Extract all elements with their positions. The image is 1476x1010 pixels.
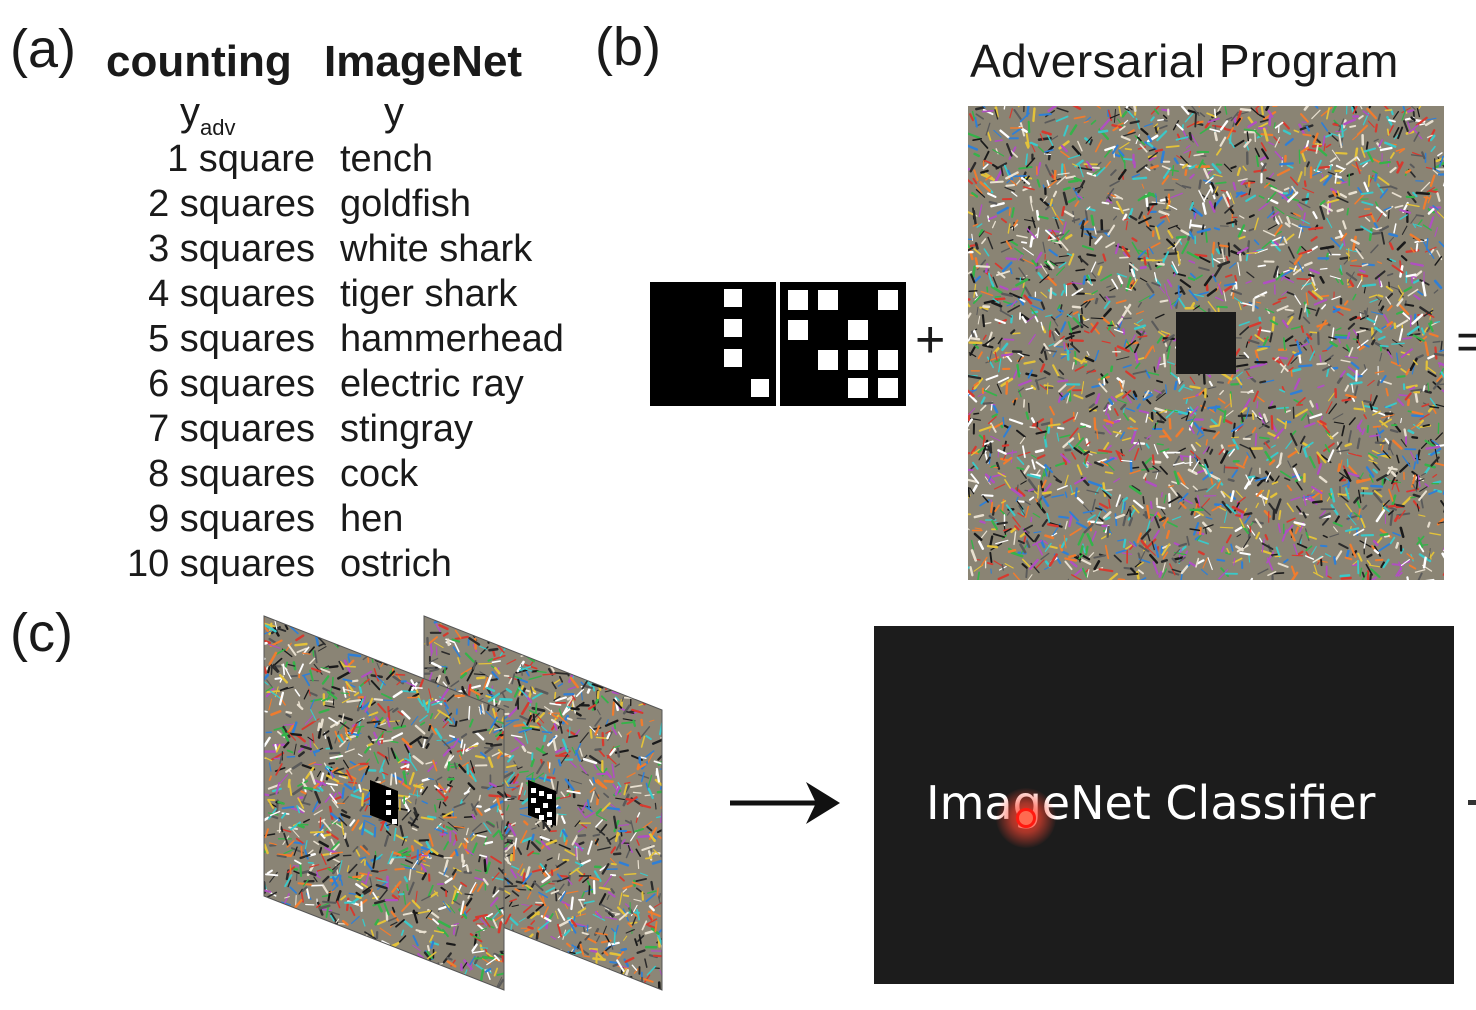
- count-cell: 3 squares: [148, 228, 315, 270]
- label-column: tench goldfish white shark tiger shark h…: [340, 137, 564, 587]
- label-cell: hen: [340, 498, 404, 540]
- panel-label-b: (b): [595, 17, 661, 77]
- count-cell: 5 squares: [148, 318, 315, 360]
- panel-label-c: (c): [10, 603, 73, 663]
- plus-symbol: +: [915, 311, 946, 369]
- var-sub-adv: adv: [200, 115, 236, 140]
- label-cell: ostrich: [340, 543, 452, 585]
- count-cell: 1 square: [167, 138, 315, 180]
- count-column: 1 square 2 squares 3 squares 4 squares 5…: [100, 137, 315, 587]
- edge-arrow-fragment: [1468, 800, 1476, 805]
- square-grid-graphic: [652, 284, 774, 404]
- label-cell: electric ray: [340, 363, 524, 405]
- var-y: y: [180, 90, 200, 134]
- center-hole: [1176, 312, 1236, 374]
- label-cell: goldfish: [340, 183, 471, 225]
- count-cell: 9 squares: [148, 498, 315, 540]
- label-cell: stingray: [340, 408, 474, 450]
- stacked-adversarial-images: [263, 615, 663, 991]
- count-cell: 8 squares: [148, 453, 315, 495]
- label-cell: tench: [340, 138, 433, 180]
- column-var-yadv: yadv: [180, 92, 235, 139]
- count-cell: 6 squares: [148, 363, 315, 405]
- right-arrow-icon: [730, 782, 840, 824]
- square-grid-graphic: [782, 284, 904, 404]
- equals-symbol: =: [1456, 313, 1476, 371]
- label-cell: cock: [340, 453, 419, 495]
- count-cell: 2 squares: [148, 183, 315, 225]
- count-cell: 7 squares: [148, 408, 315, 450]
- count-cell: 10 squares: [126, 543, 315, 585]
- label-cell: tiger shark: [340, 273, 518, 315]
- classifier-label: ImageNet Classifier: [926, 776, 1376, 830]
- label-cell: hammerhead: [340, 318, 564, 360]
- column-header-counting: counting: [106, 37, 292, 86]
- embedded-9-squares: [528, 780, 556, 826]
- adversarial-program-image: [968, 106, 1444, 580]
- counting-image-4-squares: [650, 282, 776, 406]
- adversarial-image-front: [263, 615, 505, 991]
- cursor-dot-icon: [1016, 808, 1036, 828]
- panel-label-a: (a): [10, 19, 76, 79]
- adversarial-program-title: Adversarial Program: [970, 35, 1399, 87]
- column-header-imagenet: ImageNet: [324, 37, 523, 86]
- noise-texture: [968, 106, 1444, 580]
- embedded-4-squares: [370, 780, 398, 826]
- column-var-y: y: [384, 90, 404, 134]
- counting-image-9-squares: [780, 282, 906, 406]
- label-cell: white shark: [340, 228, 533, 270]
- count-cell: 4 squares: [148, 273, 315, 315]
- imagenet-classifier-box: ImageNet Classifier: [874, 626, 1454, 984]
